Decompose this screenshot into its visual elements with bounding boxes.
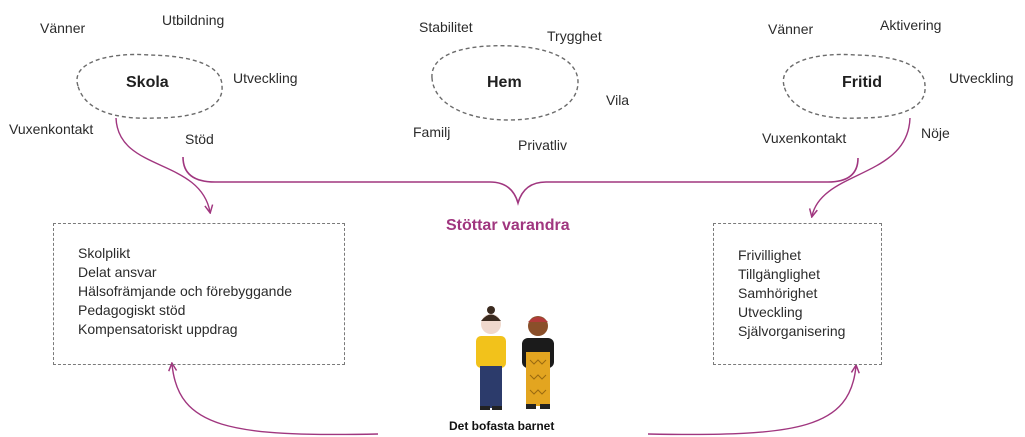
home-word-stability: Stabilitet [419, 19, 473, 35]
child-to-leisure-arrow [647, 366, 856, 436]
leisure-box-item: Tillgänglighet [738, 266, 820, 282]
school-box-list: Skolplikt Delat ansvar Hälsofrämjande oc… [78, 244, 344, 339]
school-word-friends: Vänner [40, 20, 86, 36]
home-cloud-outline [431, 45, 579, 121]
leisure-word-activation: Aktivering [880, 17, 942, 33]
home-word-security: Trygghet [547, 28, 602, 44]
school-word-development: Utveckling [233, 70, 298, 86]
school-box-item: Skolplikt [78, 245, 131, 261]
leisure-arrow [812, 117, 911, 216]
leisure-box-item: Samhörighet [738, 285, 818, 301]
school-box-item: Hälsofrämjande och förebyggande [78, 283, 293, 299]
child-figure-boy [522, 316, 554, 409]
home-word-privacy: Privatliv [518, 137, 568, 153]
home-title: Hem [487, 74, 522, 91]
leisure-word-adult-contact: Vuxenkontakt [762, 130, 847, 146]
leisure-title: Fritid [842, 74, 882, 91]
child-figure-girl [476, 306, 506, 410]
leisure-box-item: Självorganisering [738, 323, 846, 339]
school-box-item: Kompensatoriskt uppdrag [78, 321, 238, 337]
school-word-support: Stöd [185, 131, 214, 147]
child-label: Det bofasta barnet [449, 419, 555, 433]
school-box: Skolplikt Delat ansvar Hälsofrämjande oc… [53, 223, 345, 365]
school-arrow [115, 117, 210, 212]
school-cloud-outline [76, 53, 223, 119]
school-box-item: Delat ansvar [78, 264, 157, 280]
school-box-item: Pedagogiskt stöd [78, 302, 186, 318]
support-brace [182, 156, 859, 206]
school-word-education: Utbildning [162, 12, 225, 28]
home-word-family: Familj [413, 124, 451, 140]
leisure-word-development: Utveckling [949, 70, 1014, 86]
school-title: Skola [126, 74, 169, 91]
leisure-word-friends: Vänner [768, 21, 814, 37]
center-label: Stöttar varandra [446, 217, 570, 234]
school-word-adult-contact: Vuxenkontakt [9, 121, 94, 137]
child-to-school-arrow [172, 364, 379, 436]
home-word-rest: Vila [606, 92, 630, 108]
leisure-box-item: Frivillighet [738, 247, 802, 263]
leisure-box-list: Frivillighet Tillgänglighet Samhörighet … [738, 246, 881, 341]
leisure-word-fun: Nöje [921, 125, 950, 141]
leisure-box-item: Utveckling [738, 304, 803, 320]
leisure-cloud-outline [782, 53, 926, 119]
leisure-box: Frivillighet Tillgänglighet Samhörighet … [713, 223, 882, 365]
